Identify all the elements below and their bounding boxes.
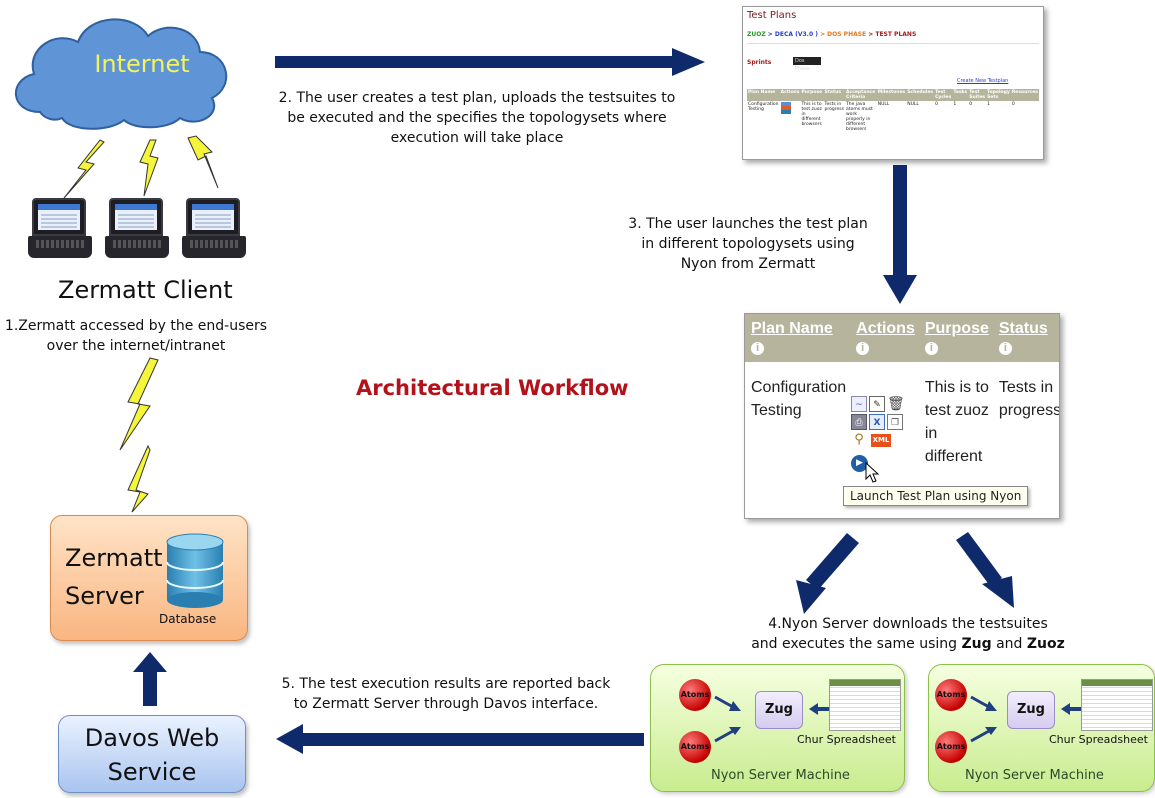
- lightning-icon: [119, 357, 159, 451]
- xml-icon[interactable]: XML: [871, 434, 891, 447]
- davos-web-service-box: Davos Web Service: [58, 715, 246, 793]
- lightning-icon: [187, 135, 219, 189]
- step2-line: 2. The user creates a test plan, uploads…: [278, 90, 676, 106]
- zermatt-server-box: Zermatt Server Database: [50, 515, 248, 641]
- step5-line: 5. The test execution results are report…: [281, 676, 611, 692]
- diagram-title: Architectural Workflow: [356, 376, 629, 400]
- arrow-icon: [883, 165, 917, 304]
- laptop-icon: [105, 198, 169, 260]
- phase-select[interactable]: Dos Phase: [793, 57, 821, 72]
- zug-emphasis: Zug: [961, 636, 992, 652]
- atom-icon: Atoms: [935, 731, 967, 763]
- test-plans-title: Test Plans: [747, 10, 797, 21]
- step5-line: to Zermatt Server through Davos interfac…: [293, 696, 599, 712]
- plan-header-row: Plan Name i Actions i Purpose i Status i: [745, 314, 1059, 362]
- header-status: Status: [998, 320, 1048, 337]
- header-plan-name: Plan Name: [751, 320, 833, 337]
- database-label: Database: [159, 612, 217, 626]
- lightning-icon: [63, 139, 105, 199]
- test-plans-table: Plan Name Actions Purpose Status Accepta…: [747, 89, 1039, 133]
- attachment-icon[interactable]: ⚲: [854, 432, 864, 447]
- zuoz-emphasis: Zuoz: [1026, 636, 1065, 652]
- plan-table: Plan Name i Actions i Purpose i Status i Con…: [745, 314, 1060, 472]
- step3-text: 3. The user launches the test plan in di…: [598, 214, 898, 274]
- arrow-icon: [796, 533, 859, 614]
- step1-line: over the internet/intranet: [46, 338, 226, 354]
- chart-icon[interactable]: ~: [851, 396, 867, 412]
- davos-label-line2: Service: [107, 758, 197, 786]
- zug-box: Zug: [755, 691, 803, 729]
- nyon-machine-label: Nyon Server Machine: [965, 768, 1104, 783]
- cursor-icon: [865, 462, 879, 483]
- edit-icon[interactable]: ✎: [869, 396, 885, 412]
- step2-line: be executed and the specifies the topolo…: [287, 110, 667, 126]
- spreadsheet-icon: [1081, 679, 1153, 731]
- info-icon[interactable]: i: [856, 342, 870, 355]
- sprints-label: Sprints: [747, 59, 772, 66]
- test-plans-screenshot: Test Plans ZUOZ > DECA (V3.0 ) > DOS PHA…: [742, 6, 1044, 160]
- table-header-row: Plan Name Actions Purpose Status Accepta…: [747, 89, 1039, 101]
- step4-line: 4.Nyon Server downloads the testsuites: [768, 616, 1048, 632]
- play-icon[interactable]: ▶: [851, 455, 868, 472]
- step4-text: 4.Nyon Server downloads the testsuites a…: [710, 614, 1106, 654]
- nyon-server-machine-right: Atoms Atoms Zug Chur Spreadsheet Nyon Se…: [928, 664, 1155, 792]
- print-icon[interactable]: ⎙: [851, 414, 867, 430]
- step3-line: in different topologysets using: [641, 236, 855, 252]
- step1-line: 1.Zermatt accessed by the end-users: [4, 318, 268, 334]
- lightning-icon: [127, 444, 151, 513]
- laptop-icon: [182, 198, 246, 260]
- arrow-icon: [956, 532, 1014, 608]
- header-purpose: Purpose: [924, 320, 989, 337]
- database-icon: [166, 533, 224, 608]
- arrow-icon: [133, 652, 167, 706]
- spreadsheet-label: Chur Spreadsheet: [1049, 733, 1148, 746]
- header-actions: Actions: [856, 320, 915, 337]
- zug-box: Zug: [1007, 691, 1055, 729]
- cloud-icon: [15, 18, 228, 130]
- copy-icon[interactable]: ❐: [887, 414, 903, 430]
- table-row: Configuration Testing This is to test zu…: [748, 102, 1015, 132]
- excel-icon[interactable]: X: [869, 414, 885, 430]
- spreadsheet-label: Chur Spreadsheet: [797, 733, 896, 746]
- info-icon[interactable]: i: [924, 342, 938, 355]
- step1-text: 1.Zermatt accessed by the end-users over…: [0, 316, 272, 356]
- step4-line: and executes the same using Zug and Zuoz: [751, 636, 1065, 652]
- spreadsheet-icon: [829, 679, 901, 731]
- step2-line: execution will take place: [390, 130, 564, 146]
- arrow-icon: [275, 48, 705, 76]
- step2-text: 2. The user creates a test plan, uploads…: [262, 88, 692, 148]
- client-title: Zermatt Client: [58, 276, 233, 304]
- info-icon[interactable]: i: [751, 342, 764, 355]
- davos-label-line1: Davos Web: [84, 724, 220, 752]
- nyon-machine-label: Nyon Server Machine: [711, 768, 850, 783]
- laptop-icon: [28, 198, 92, 260]
- server-label-line1: Zermatt: [65, 544, 163, 572]
- internet-label: Internet: [94, 50, 190, 78]
- step5-text: 5. The test execution results are report…: [256, 674, 636, 714]
- plan-actions-screenshot: Plan Name i Actions i Purpose i Status i Con…: [744, 313, 1060, 519]
- nyon-server-machine-left: Atoms Atoms Zug Chur Spreadsheet Nyon Se…: [650, 664, 905, 792]
- breadcrumb: ZUOZ > DECA (V3.0 ) > DOS PHASE > TEST P…: [747, 31, 917, 38]
- server-label-line2: Server: [65, 582, 144, 610]
- step3-line: 3. The user launches the test plan: [628, 216, 868, 232]
- step3-line: Nyon from Zermatt: [680, 256, 816, 272]
- trash-icon[interactable]: 🗑: [887, 396, 905, 412]
- atom-icon: Atoms: [679, 731, 711, 763]
- atom-icon: Atoms: [679, 679, 711, 711]
- lightning-icon: [139, 139, 159, 197]
- info-icon[interactable]: i: [998, 342, 1012, 355]
- launch-tooltip: Launch Test Plan using Nyon: [843, 486, 1029, 506]
- arrow-icon: [276, 724, 644, 754]
- atom-icon: Atoms: [935, 679, 967, 711]
- create-testplan-link[interactable]: Create New Testplan: [957, 78, 1009, 84]
